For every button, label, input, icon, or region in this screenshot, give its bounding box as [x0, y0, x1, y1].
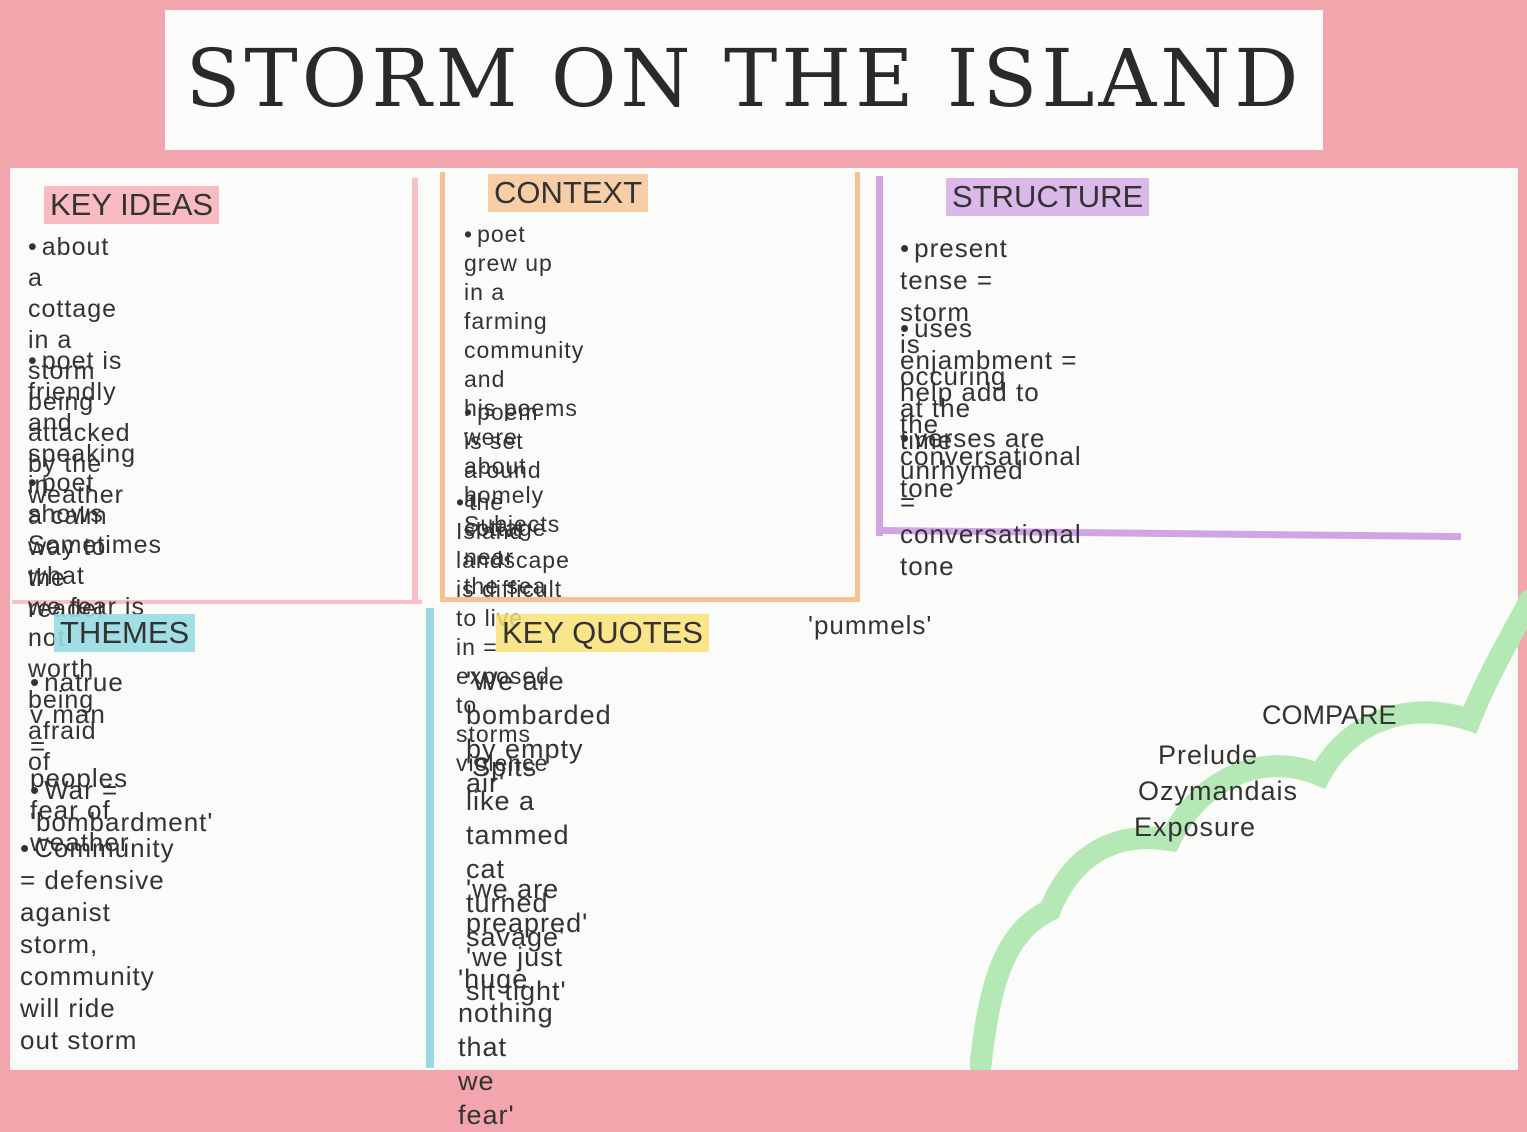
compare-item-exposure: Exposure	[1134, 812, 1257, 842]
context-heading: CONTEXT	[488, 174, 649, 212]
notes-board	[10, 168, 1518, 1070]
key-quote-side: 'pummels'	[808, 610, 933, 640]
compare-item-ozymandais: Ozymandais	[1138, 776, 1299, 806]
themes-bullet-2: War = 'bombardment'	[30, 774, 213, 838]
structure-bullet-3: verses are unrhymed = conversational ton…	[900, 422, 1082, 582]
key-ideas-heading: KEY IDEAS	[44, 186, 220, 224]
compare-cloud-outline	[970, 590, 1527, 1070]
divider-key-ideas	[412, 178, 418, 603]
key-quotes-heading: KEY QUOTES	[496, 614, 709, 652]
divider-themes	[426, 608, 434, 1068]
key-quote-4: 'huge nothing that we fear'	[458, 964, 554, 1130]
compare-item-prelude: Prelude	[1158, 740, 1259, 770]
context-frame	[440, 172, 860, 602]
compare-heading: COMPARE	[1262, 700, 1397, 730]
divider-key-ideas-bottom	[12, 600, 422, 604]
themes-bullet-3: Community = defensive aganist storm, com…	[20, 832, 175, 1056]
title-card: STORM ON THE ISLAND	[165, 10, 1323, 150]
key-quote-3: 'we are preapred' 'we just sit tight'	[466, 874, 589, 1006]
context-bullet-3: the Island landscape is difficult to liv…	[456, 488, 570, 778]
structure-heading: STRUCTURE	[946, 178, 1150, 216]
themes-heading: THEMES	[54, 614, 196, 652]
page-title: STORM ON THE ISLAND	[185, 32, 1303, 125]
key-quote-1: 'We are bombarded by empty air'	[466, 666, 612, 798]
structure-frame-left	[876, 176, 883, 536]
key-quote-2: 'Spits like a tammed cat turned savage'	[466, 752, 570, 952]
